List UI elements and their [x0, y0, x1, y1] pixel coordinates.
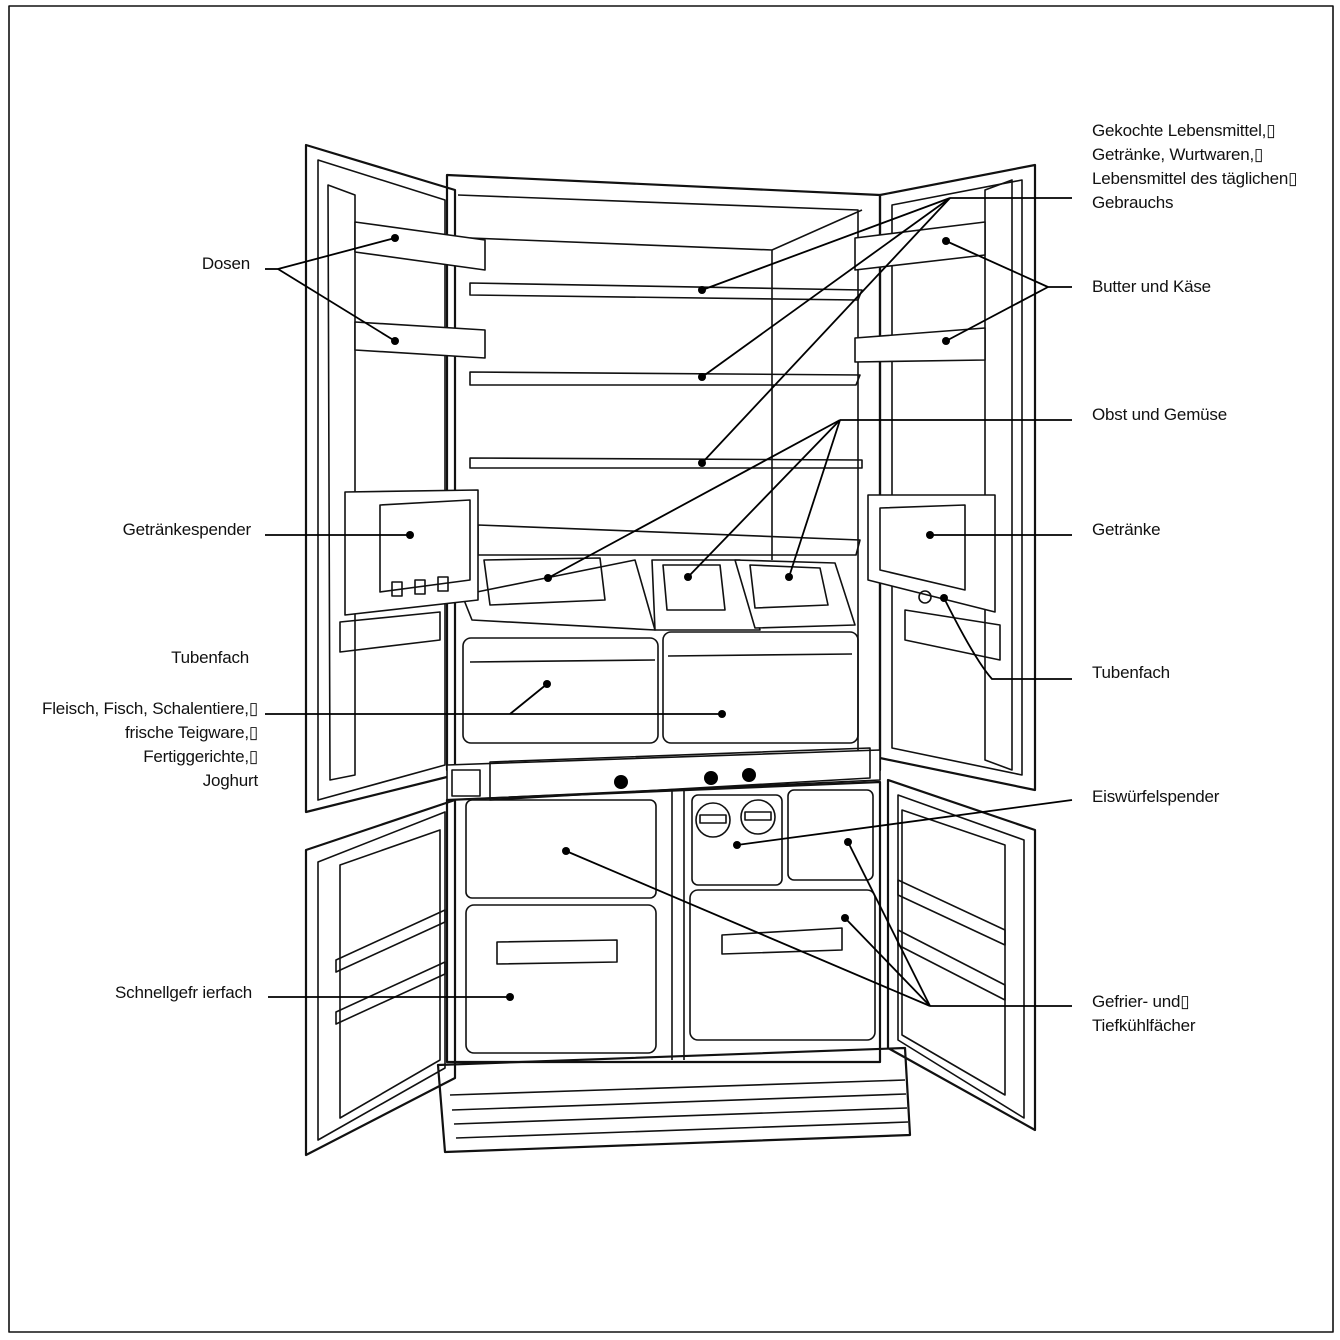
door-bin-dosen-1 — [354, 221, 486, 271]
shelf-4 — [477, 524, 861, 556]
left-upper-door — [304, 143, 486, 814]
page-border — [8, 5, 1334, 1333]
door-bin-dosen-2 — [354, 321, 486, 359]
fridge-drawer-right — [662, 631, 859, 744]
freezer-drawer-top-right — [787, 789, 874, 881]
label-gekochte-line-2: Getränke, Wurtwaren,▯ — [1092, 145, 1264, 164]
left-dispenser — [344, 489, 479, 616]
door-bin-butter-2 — [854, 327, 986, 363]
label-getraenke: Getränke — [1092, 520, 1161, 539]
label-gekochte-line-1: Gekochte Lebensmittel,▯ — [1092, 121, 1276, 140]
crisper-right — [734, 559, 856, 629]
leader-lines — [265, 197, 1073, 1007]
label-tubenfach-right: Tubenfach — [1092, 663, 1170, 682]
left-lower-door — [304, 798, 457, 1157]
fridge-cabinet — [445, 173, 882, 772]
label-gekochte-line-4: Gebrauchs — [1092, 193, 1174, 212]
middle-divider — [446, 747, 881, 801]
freezer-drawer-bottom-left — [465, 904, 657, 1054]
label-gefrier-line-2: Tiefkühlfächer — [1092, 1016, 1196, 1035]
label-fleisch-fisch: Fleisch, Fisch, Schalentiere,▯ frische T… — [42, 697, 258, 793]
right-dispenser — [867, 494, 996, 613]
crisper-middle — [651, 559, 761, 631]
label-fleisch-line-2: frische Teigware,▯ — [125, 723, 258, 742]
ice-dispenser-box — [691, 794, 783, 886]
label-schnellgefrierfach: Schnellgefr ierfach — [115, 983, 252, 1002]
shelf-2 — [469, 371, 861, 386]
fridge-drawer-left — [462, 637, 659, 744]
crisper-left — [461, 559, 656, 631]
door-bin-butter-1 — [854, 221, 986, 271]
label-getraenkespender: Getränkespender — [122, 520, 252, 539]
label-butter-und-kaese: Butter und Käse — [1092, 277, 1211, 296]
label-fleisch-line-3: Fertiggerichte,▯ — [143, 747, 258, 766]
label-gefrier-tiefkuehl: Gefrier- und▯ Tiefkühlfächer — [1092, 990, 1196, 1038]
label-fleisch-line-1: Fleisch, Fisch, Schalentiere,▯ — [42, 699, 258, 718]
label-tubenfach-left: Tubenfach — [171, 648, 249, 667]
label-gekochte-lebensmittel: Gekochte Lebensmittel,▯ Getränke, Wurtwa… — [1092, 119, 1297, 215]
label-dosen: Dosen — [201, 254, 250, 273]
label-fleisch-line-4: Joghurt — [202, 771, 259, 790]
label-eiswuerfelspender: Eiswürfelspender — [1092, 787, 1220, 806]
shelf-3 — [469, 457, 863, 469]
freezer-drawer-bottom-right — [689, 889, 876, 1041]
label-obst-und-gemuese: Obst und Gemüse — [1092, 405, 1227, 424]
label-gefrier-line-1: Gefrier- und▯ — [1092, 992, 1190, 1011]
label-gekochte-line-3: Lebensmittel des täglichen▯ — [1092, 169, 1298, 188]
base-grille — [436, 1046, 912, 1154]
right-upper-door — [854, 163, 1037, 792]
shelf-1 — [469, 282, 863, 301]
freezer-cabinet — [445, 780, 882, 1064]
freezer-drawer-top-left — [465, 799, 657, 899]
right-lower-door — [886, 778, 1037, 1132]
